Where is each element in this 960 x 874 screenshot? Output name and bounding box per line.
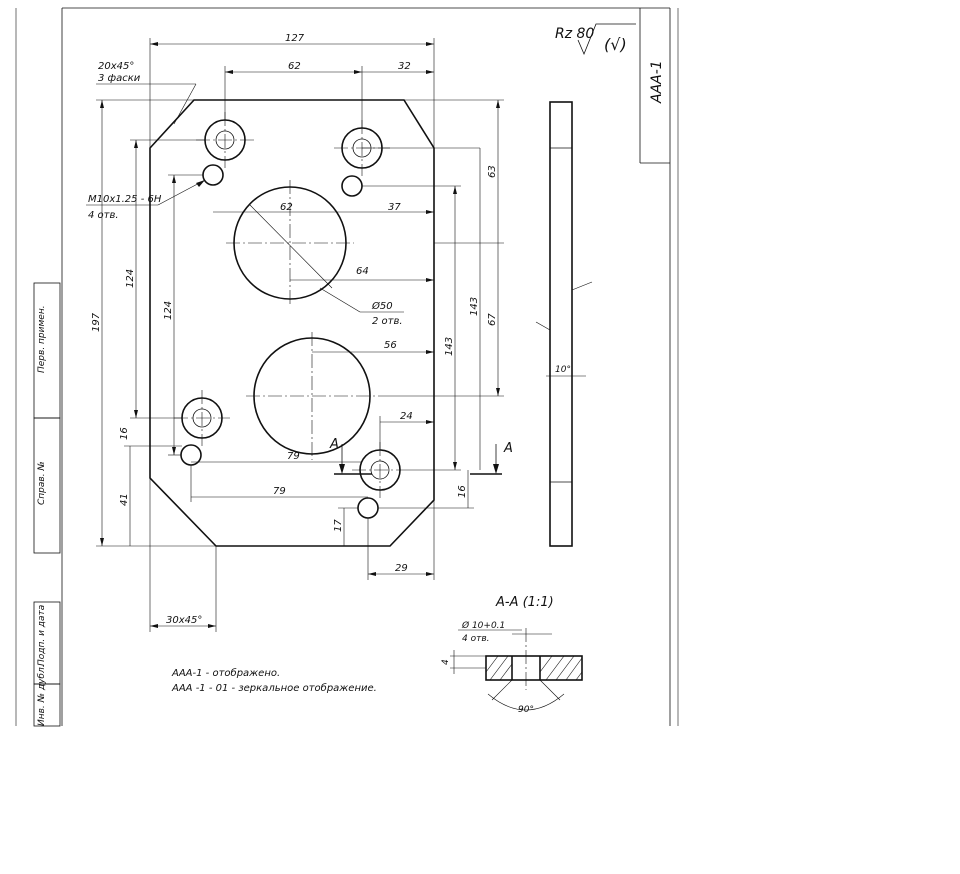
- section-cut-marks: A A: [329, 437, 513, 475]
- note-line-2: AAA -1 - 01 - зеркальное отображение.: [171, 682, 377, 694]
- dim-41: 41: [119, 493, 130, 506]
- dimension-arrows: [100, 42, 500, 628]
- section-angle: 90°: [518, 705, 534, 715]
- dim-124-inner: 124: [163, 301, 174, 320]
- side-stamps: Перв. примен. Справ. № Подп. и дата Инв.…: [33, 282, 61, 727]
- dim-17: 17: [333, 519, 344, 532]
- dimension-texts: 127 62 32 62 37 64 56 24 79 79 29 197 12…: [91, 33, 498, 574]
- section-aa-view: A-A (1:1) Ø 10+0.1 4 отв. 4 90°: [441, 595, 583, 715]
- section-title: A-A (1:1): [495, 595, 554, 610]
- stamp-sprav: Справ. №: [37, 461, 47, 505]
- chamfer-top-note: 20x45°: [98, 61, 134, 72]
- big-hole-sub: 2 отв.: [372, 316, 403, 327]
- chamfer-top-sub: 3 фаски: [98, 73, 141, 84]
- title-block: Rz 80 (√) AAA-1: [555, 23, 665, 104]
- angle-10-label: 10°: [555, 365, 571, 375]
- dim-16-left: 16: [119, 427, 130, 440]
- roughness-label: Rz 80: [555, 26, 594, 42]
- plate-outline: [149, 99, 435, 547]
- section-hole-sub: 4 отв.: [462, 634, 490, 644]
- chamfer-bottom-note: 30x45°: [166, 615, 202, 626]
- dim-79-lower: 79: [273, 486, 286, 497]
- bottom-notes: AAA-1 - отображено. AAA -1 - 01 - зеркал…: [171, 667, 377, 694]
- dim-62-mid: 62: [280, 202, 293, 213]
- dim-29: 29: [395, 563, 408, 574]
- stamp-inv-dubl: Инв. № дубл.: [37, 664, 47, 726]
- dim-143-outer: 143: [469, 297, 480, 316]
- thread-note: M10x1.25 - 6H: [88, 194, 162, 205]
- dim-37: 37: [388, 202, 401, 213]
- roughness-mark: (√): [604, 35, 627, 54]
- section-mark-left: A: [329, 437, 339, 452]
- sheet-frame: [15, 7, 679, 726]
- annotations: 20x45° 3 фаски M10x1.25 - 6H 4 отв. Ø50 …: [88, 61, 403, 626]
- section-mark-right: A: [503, 441, 513, 456]
- dim-24: 24: [400, 411, 413, 422]
- section-depth: 4: [441, 659, 451, 665]
- side-view: 10°: [535, 101, 593, 547]
- dim-143-inner: 143: [444, 337, 455, 356]
- designation: AAA-1: [649, 60, 665, 104]
- dim-124-outer: 124: [125, 269, 136, 288]
- dim-63: 63: [487, 165, 498, 178]
- thread-sub: 4 отв.: [88, 210, 119, 221]
- dim-56: 56: [384, 340, 397, 351]
- stamp-podp-data: Подп. и дата: [37, 605, 47, 666]
- dim-127: 127: [285, 33, 305, 44]
- dim-67: 67: [487, 313, 498, 326]
- note-line-1: AAA-1 - отображено.: [171, 667, 280, 679]
- dim-32: 32: [398, 61, 411, 72]
- big-hole-note: Ø50: [371, 300, 393, 312]
- center-lines: [174, 112, 408, 498]
- dimension-lines: [86, 38, 504, 632]
- dim-16-right: 16: [457, 485, 468, 498]
- dim-79-upper: 79: [287, 451, 300, 462]
- dim-64: 64: [356, 266, 369, 277]
- dim-62-top: 62: [288, 61, 301, 72]
- stamp-perv-primen: Перв. примен.: [37, 305, 47, 373]
- dim-197: 197: [91, 312, 102, 332]
- section-hole-note: Ø 10+0.1: [461, 620, 505, 631]
